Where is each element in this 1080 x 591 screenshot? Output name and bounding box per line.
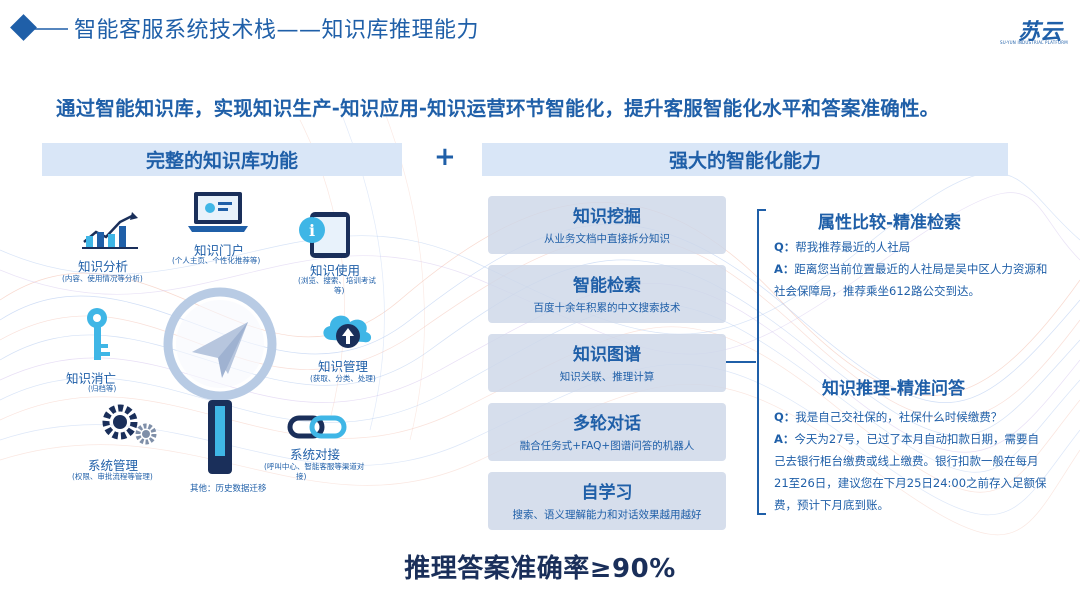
bracket-connector [726, 209, 766, 515]
capability-title: 知识图谱 [573, 345, 641, 365]
qa-answer: A：今天为27号，已过了本月自动扣款日期，需要自己去银行柜台缴费或线上缴费。银行… [774, 432, 1047, 512]
chain-link-icon [287, 415, 347, 439]
gears-icon [102, 404, 157, 445]
capability-card-mining: 知识挖掘 从业务文档中直接拆分知识 [488, 196, 726, 254]
feature-portal-label: 知识门户 [194, 243, 245, 258]
feature-usage-label: 知识使用 [310, 263, 361, 278]
feature-analysis-label: 知识分析 [78, 259, 129, 274]
feature-other-note: 其他：历史数据迁移 [190, 484, 267, 494]
qa-question: Q：我是自己交社保的，社保什么时候缴费？ [774, 410, 1003, 424]
capability-desc: 搜索、语义理解能力和对话效果越用越好 [512, 509, 702, 521]
diamond-bullet-icon [10, 14, 68, 41]
capability-title: 多轮对话 [573, 414, 641, 434]
capability-card-self-learning: 自学习 搜索、语义理解能力和对话效果越用越好 [488, 472, 726, 530]
accuracy-statement: 推理答案准确率≥90% [404, 554, 676, 584]
svg-text:i: i [309, 221, 315, 240]
qa-block-2-title: 知识推理-精准问答 [822, 379, 966, 399]
key-icon [87, 308, 110, 360]
tablet-icon: i [299, 212, 350, 258]
capability-title: 知识挖掘 [573, 207, 641, 227]
capability-title: 自学习 [581, 483, 633, 503]
qa-answer: A：距离您当前位置最近的人社局是吴中区人力资源和社会保障局，推荐乘坐612路公交… [774, 262, 1048, 298]
cloud-upload-icon [323, 315, 372, 348]
capability-card-graph: 知识图谱 知识关联、推理计算 [488, 334, 726, 392]
capability-desc: 知识关联、推理计算 [559, 371, 655, 383]
feature-manage-sub: (获取、分类、处理) [310, 374, 376, 383]
qa-question: Q：帮我推荐最近的人社局 [774, 240, 911, 254]
qa-block-2: Q：我是自己交社保的，社保什么时候缴费？ A：今天为27号，已过了本月自动扣款日… [774, 406, 1050, 516]
qa-block-1-title: 属性比较-精准检索 [818, 213, 962, 233]
brand-logo-subtitle: SU-YUN INDUSTRIAL PLATFORM [1000, 40, 1068, 45]
laptop-icon [188, 192, 248, 232]
right-band-title: 强大的智能化能力 [482, 143, 1008, 176]
capability-desc: 从业务文档中直接拆分知识 [544, 233, 670, 245]
feature-manage-label: 知识管理 [318, 359, 369, 374]
plus-sign: + [434, 142, 456, 172]
brand-logo: 苏云 [1018, 20, 1063, 45]
feature-system-sub: (权限、审批流程等管理) [72, 472, 153, 481]
feature-retire-sub: (归档等) [88, 384, 117, 393]
capability-desc: 融合任务式+FAQ+图谱问答的机器人 [519, 440, 695, 452]
headline: 通过智能知识库，实现知识生产-知识应用-知识运营环节智能化，提升客服智能化水平和… [56, 97, 940, 120]
capability-title: 智能检索 [573, 276, 641, 296]
qa-block-1: Q：帮我推荐最近的人社局 A：距离您当前位置最近的人社局是吴中区人力资源和社会保… [774, 236, 1050, 302]
capability-desc: 百度十余年积累的中文搜索技术 [533, 302, 681, 314]
feature-usage-sub-1: (浏览、搜索、培训考试 [298, 276, 376, 285]
feature-dock-sub-1: (呼叫中心、智能客服等渠道对 [264, 462, 365, 471]
feature-dock-sub-2: 接) [296, 472, 307, 481]
bar-chart-icon [82, 212, 138, 249]
feature-portal-sub: (个人主页、个性化推荐等) [172, 256, 261, 265]
feature-usage-sub-2: 等) [334, 286, 345, 295]
feature-analysis-sub: (内容、使用情况等分析) [62, 274, 143, 283]
capability-card-dialog: 多轮对话 融合任务式+FAQ+图谱问答的机器人 [488, 403, 726, 461]
feature-retire-label: 知识消亡 [66, 371, 117, 386]
feature-system-label: 系统管理 [88, 458, 139, 473]
capability-card-search: 智能检索 百度十余年积累的中文搜索技术 [488, 265, 726, 323]
magnifier-icon [163, 287, 277, 474]
page-title: 智能客服系统技术栈——知识库推理能力 [74, 18, 480, 43]
left-band-title: 完整的知识库功能 [42, 143, 402, 176]
feature-dock-label: 系统对接 [290, 447, 341, 462]
